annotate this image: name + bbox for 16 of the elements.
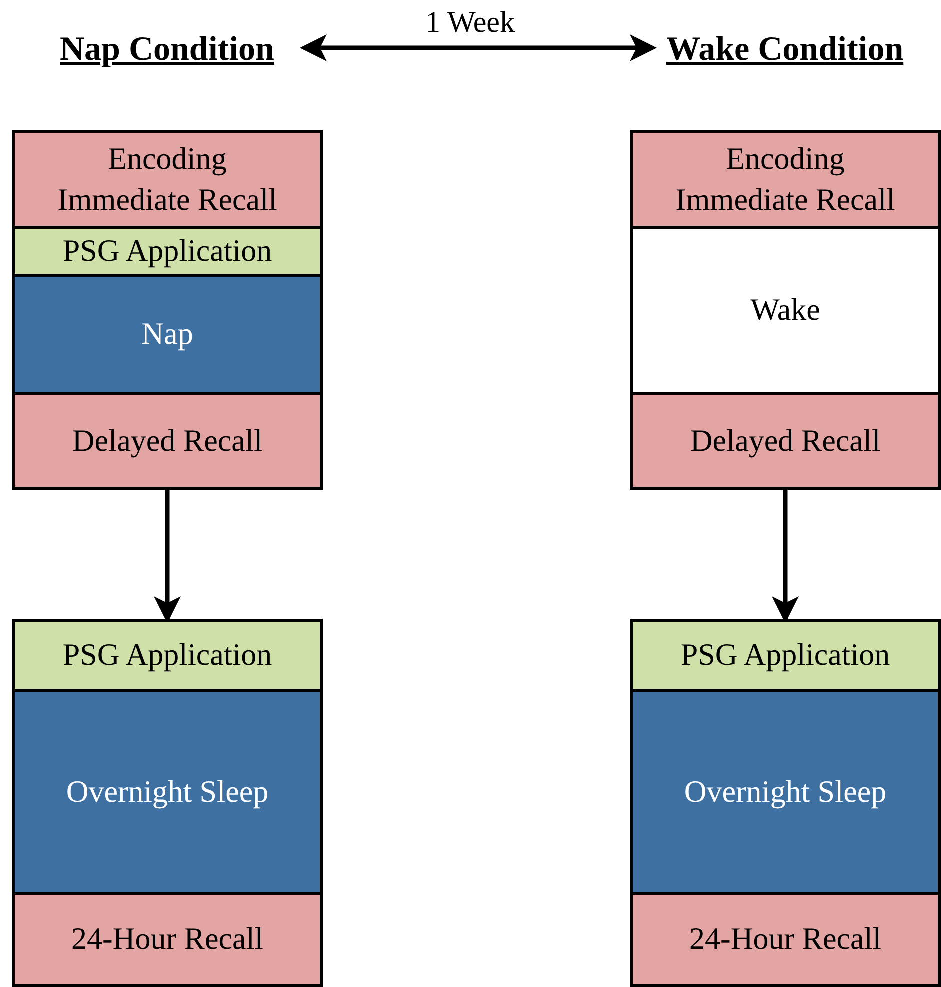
sleep-box: Overnight Sleep: [630, 689, 941, 895]
test-box: Encoding Immediate Recall: [630, 130, 941, 229]
test-box: Encoding Immediate Recall: [12, 130, 323, 229]
application-box: PSG Application: [12, 226, 323, 277]
arrow: [300, 34, 657, 62]
condition-heading: Nap Condition: [60, 25, 274, 75]
test-box: Delayed Recall: [12, 392, 323, 490]
test-box: Delayed Recall: [630, 392, 941, 490]
application-box: PSG Application: [630, 619, 941, 692]
sleep-box: Overnight Sleep: [12, 689, 323, 895]
condition-heading: Wake Condition: [666, 25, 904, 75]
wake-box: Wake: [630, 226, 941, 395]
test-box: 24-Hour Recall: [630, 892, 941, 987]
test-box: 24-Hour Recall: [12, 892, 323, 987]
sleep-box: Nap: [12, 274, 323, 395]
application-box: PSG Application: [12, 619, 323, 692]
